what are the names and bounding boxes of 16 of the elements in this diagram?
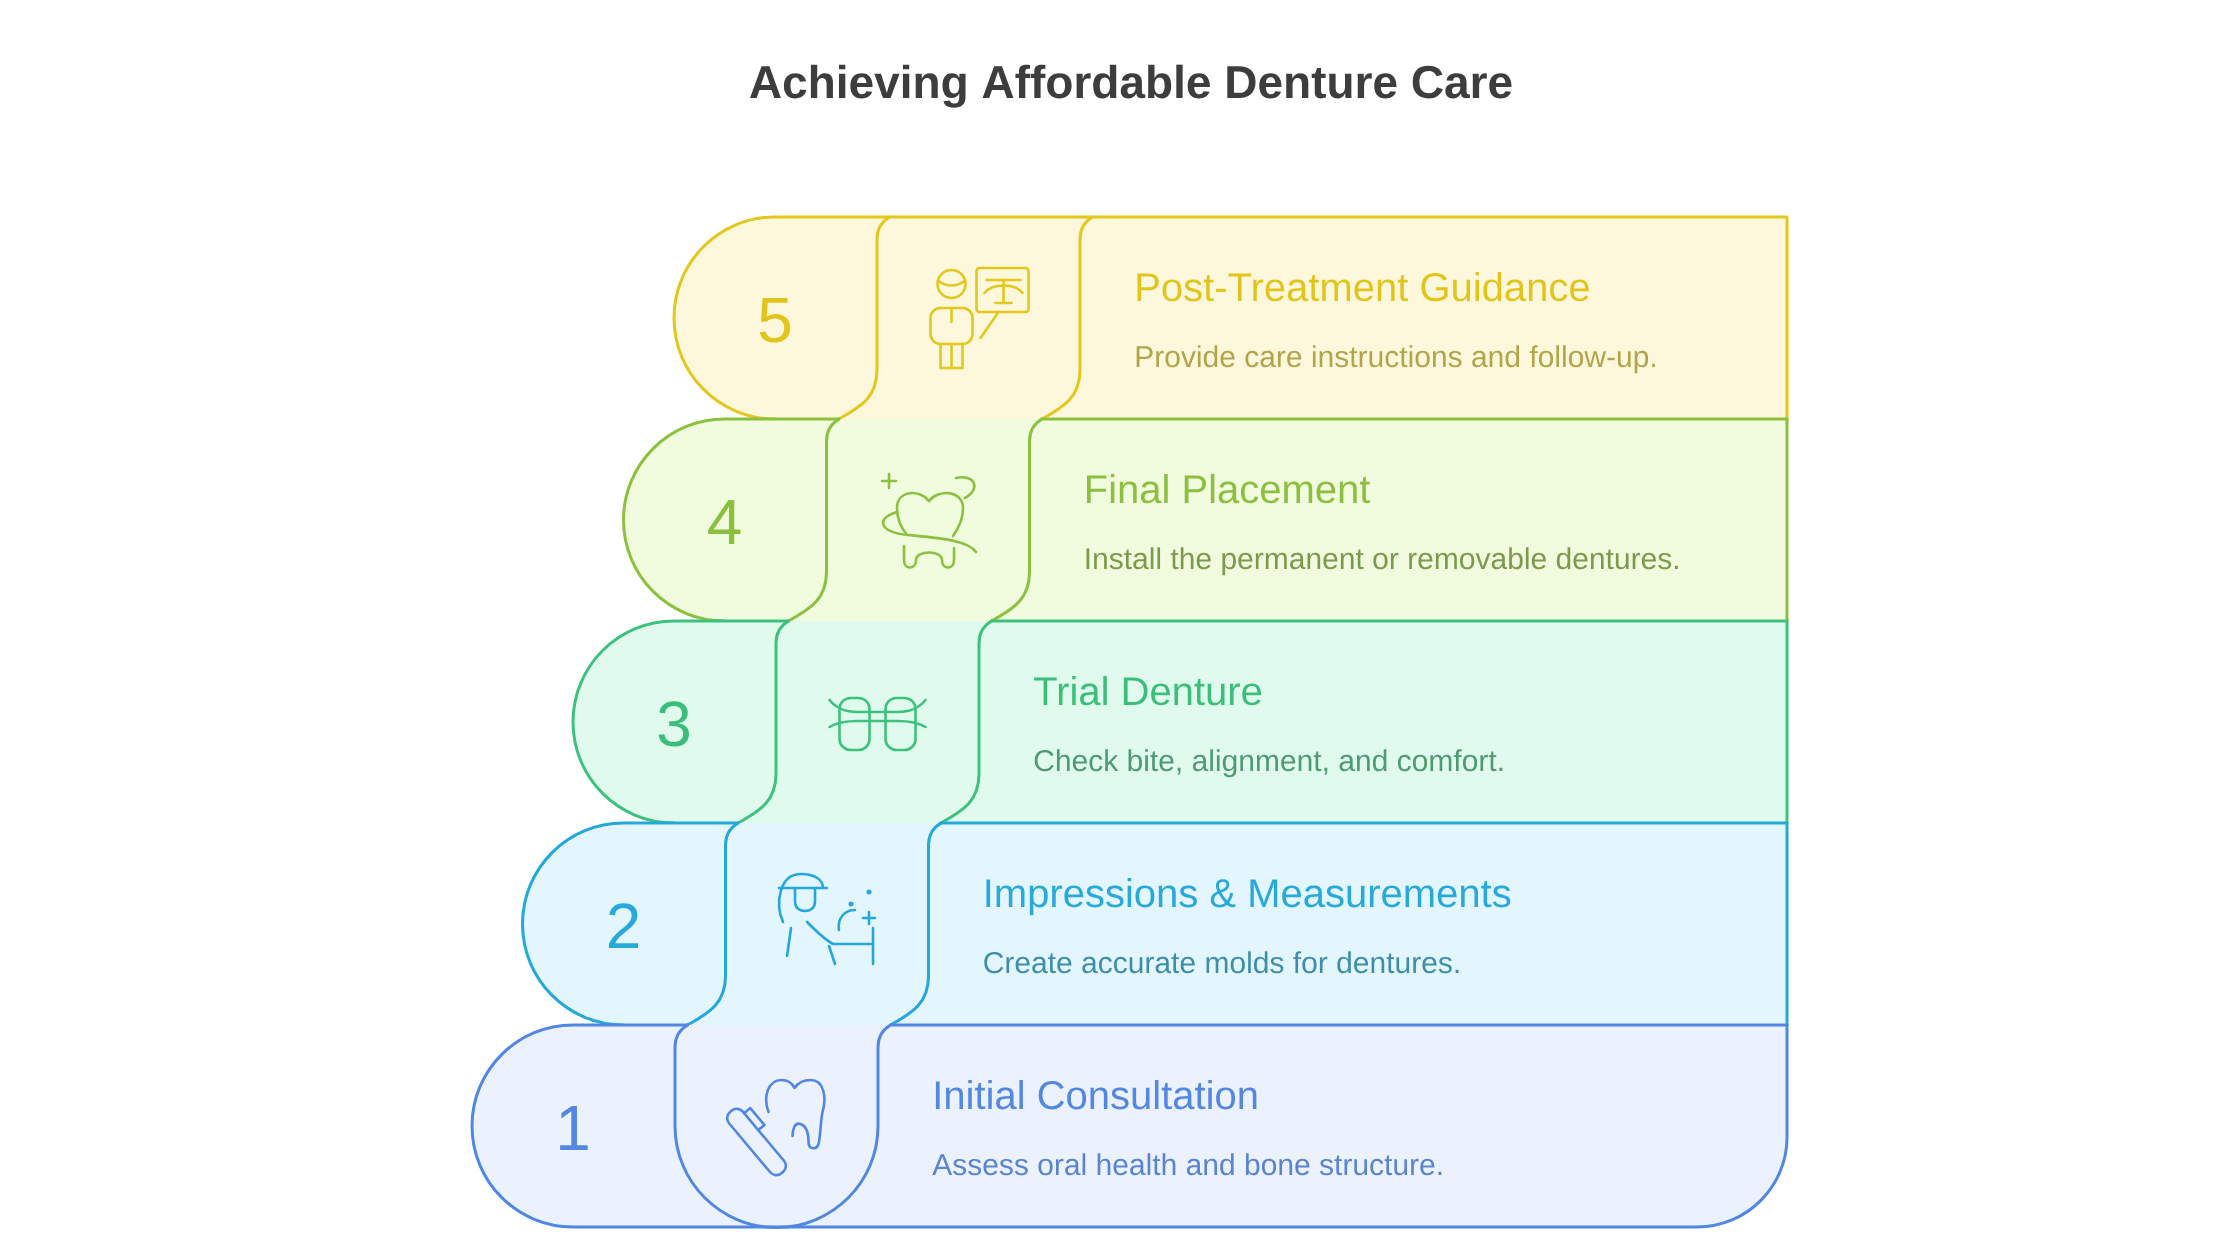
step-number: 4 — [708, 499, 741, 544]
step-number: 1 — [560, 1105, 588, 1150]
step-title: Final Placement — [1087, 474, 1371, 504]
step-description: Provide care instructions and follow-up. — [1136, 345, 1655, 374]
step-title: Trial Denture — [1034, 676, 1262, 706]
step-title: Post-Treatment Guidance — [1137, 272, 1589, 302]
step-description: Create accurate molds for dentures. — [984, 951, 1459, 974]
step-title: Impressions & Measurements — [986, 878, 1511, 916]
title: Achieving Affordable Denture Care — [750, 64, 1512, 108]
step-number: 3 — [658, 701, 689, 747]
step-description: Install the permanent or removable dentures. — [1086, 547, 1678, 576]
step-number: 2 — [608, 903, 639, 948]
step-number: 5 — [759, 297, 791, 343]
step-description: Assess oral health and bone structure. — [932, 1153, 1442, 1176]
step-description: Check bite, alignment, and comfort. — [1034, 749, 1503, 778]
step-title: Initial Consultation — [935, 1080, 1257, 1110]
